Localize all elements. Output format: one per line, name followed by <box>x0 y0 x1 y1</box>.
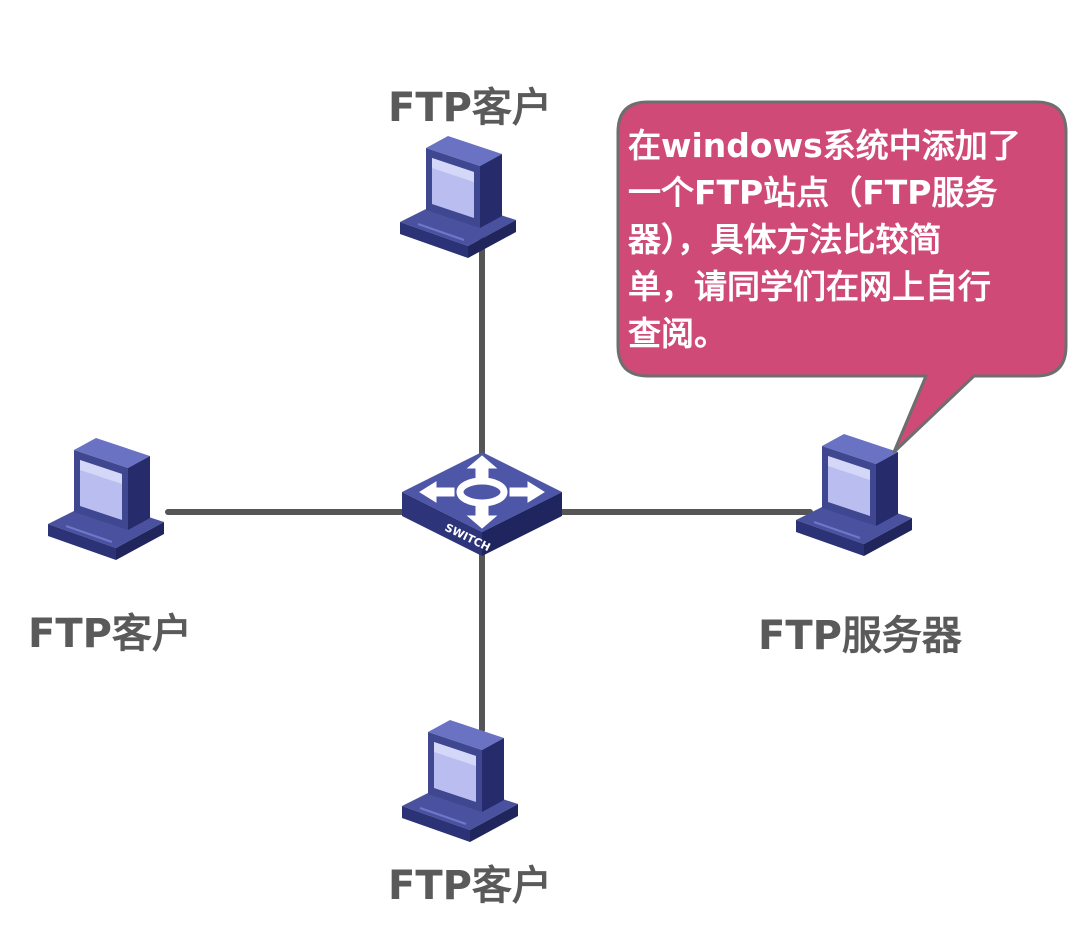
callout-line: 一个FTP站点（FTP服务 <box>628 173 998 212</box>
callout-line: 器），具体方法比较简 <box>628 220 942 259</box>
client-top-computer-icon <box>399 135 517 259</box>
client-left-computer-icon <box>47 437 165 561</box>
client-bottom-computer-icon <box>401 719 519 843</box>
client-left-label: FTP客户 <box>28 611 192 657</box>
client-top-label: FTP客户 <box>388 85 552 131</box>
client-bottom-label: FTP客户 <box>388 863 552 909</box>
callout-bubble <box>616 100 1068 454</box>
callout-line: 在windows系统中添加了 <box>628 126 1021 165</box>
callout-line: 单，请同学们在网上自行 <box>628 267 991 306</box>
server-label: FTP服务器 <box>758 613 962 659</box>
links <box>165 237 813 733</box>
callout-text: 在windows系统中添加了 一个FTP站点（FTP服务 器），具体方法比较简 … <box>628 122 1038 357</box>
switch-icon: SWITCH <box>402 452 562 556</box>
callout-line: 查阅。 <box>628 314 727 353</box>
